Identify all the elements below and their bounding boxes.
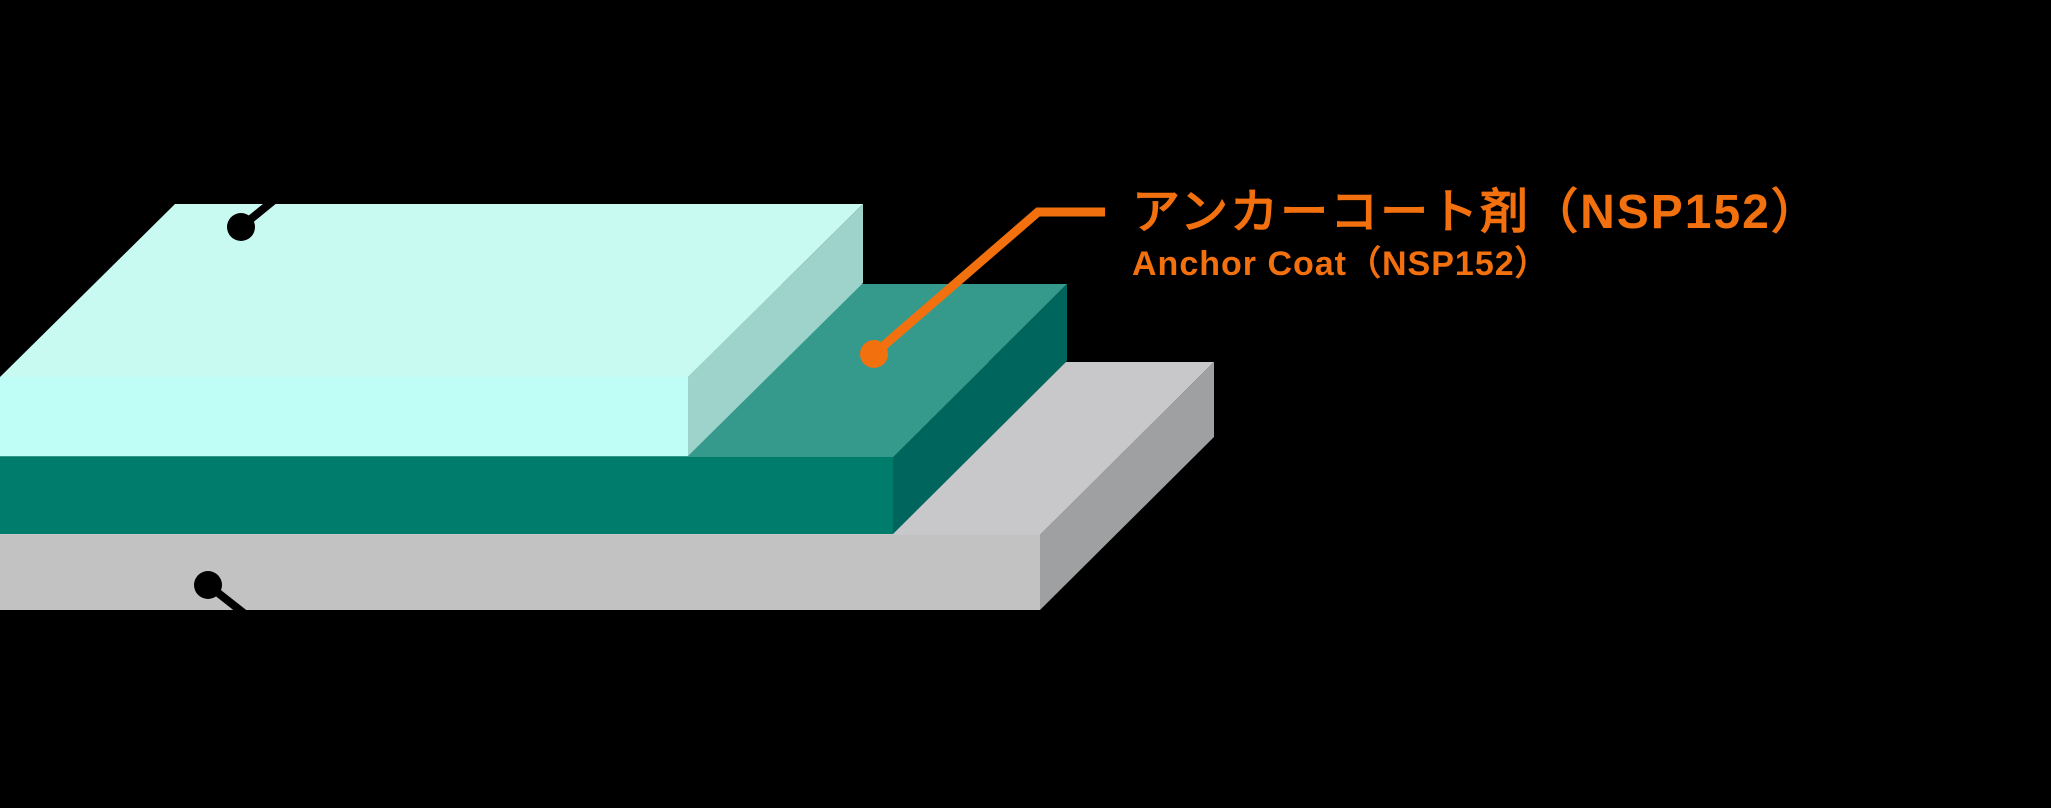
substrate-side-face <box>1040 362 1214 610</box>
substrate-front-face <box>0 535 1040 610</box>
substrate-callout-line <box>205 581 291 652</box>
top-film-callout-line <box>238 157 325 231</box>
top-film-callout <box>227 157 325 241</box>
anchor-coat-callout-line <box>871 207 1105 358</box>
anchor-coat-front-face <box>0 457 893 534</box>
top-film-side-face <box>688 204 863 456</box>
anchor-coat-side-face <box>893 284 1067 534</box>
substrate-callout <box>194 571 291 652</box>
top-film-front-face <box>0 377 688 456</box>
anchor-coat-label-en: Anchor Coat（NSP152） <box>1132 244 1550 283</box>
top-film-callout-dot <box>227 213 255 241</box>
top-film-top-face <box>0 204 863 377</box>
top-film-layer <box>0 204 863 456</box>
anchor-coat-callout-dot <box>860 340 888 368</box>
substrate-callout-dot <box>194 571 222 599</box>
anchor-coat-label-jp: アンカーコート剤（NSP152） <box>1132 186 1821 239</box>
anchor-coat-callout: アンカーコート剤（NSP152） Anchor Coat（NSP152） <box>860 186 1821 368</box>
